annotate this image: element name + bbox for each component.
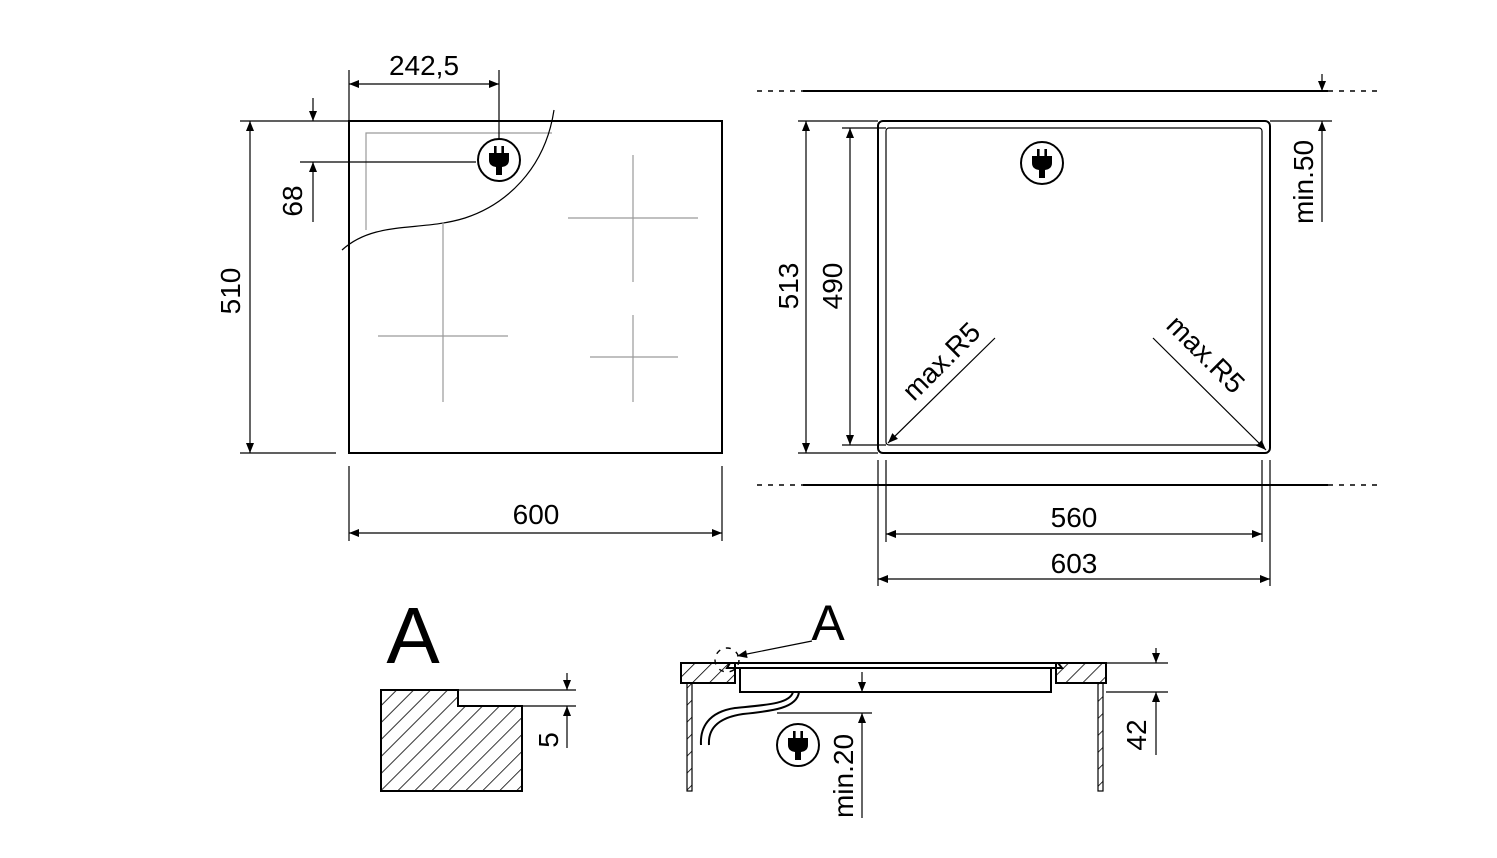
- plug-icon: [1020, 141, 1064, 185]
- dim-outer-width: 603: [1051, 548, 1098, 579]
- dim-inner-width: 560: [1051, 502, 1098, 533]
- hob-body: [739, 667, 1052, 693]
- power-cable: [699, 691, 794, 746]
- dim-thickness: 42: [1121, 719, 1152, 750]
- section-view: A min.20 42: [680, 595, 1168, 818]
- corner-radius-right: max.R5: [1161, 309, 1251, 399]
- worktop-section: [380, 689, 523, 792]
- detail-a-reference: A: [811, 595, 845, 651]
- dim-step: 5: [533, 732, 564, 748]
- cable-guide-line: [365, 132, 552, 230]
- dim-wall-clearance: min.50: [1288, 140, 1319, 224]
- hob-glass: [725, 662, 1065, 669]
- dim-depth: 510: [215, 268, 246, 315]
- cutout-inner: [885, 127, 1263, 446]
- worktop-left: [680, 662, 736, 684]
- cutout-view: min.50 513 490 max.R5 max.R5 560 603: [757, 74, 1380, 586]
- detail-a: A 5: [380, 591, 576, 792]
- cabinet-wall-left: [686, 682, 693, 792]
- dim-width: 600: [513, 499, 560, 530]
- dim-clearance: min.20: [828, 734, 859, 818]
- detail-a-title: A: [386, 591, 440, 680]
- dim-plug-offset-x: 242,5: [389, 50, 459, 81]
- top-view: 242,5 68 510 600: [215, 50, 723, 541]
- detail-a-marker: [714, 647, 740, 673]
- plug-icon: [477, 138, 521, 182]
- cabinet-wall-right: [1097, 682, 1104, 792]
- cutout-outer: [877, 120, 1271, 454]
- corner-radius-left: max.R5: [896, 316, 986, 406]
- hob-outline: [348, 120, 723, 454]
- worktop-right: [1055, 662, 1107, 684]
- dim-inner-depth: 490: [817, 263, 848, 310]
- dim-plug-offset-y: 68: [277, 185, 308, 216]
- break-curve: [341, 109, 555, 251]
- plug-icon: [776, 723, 820, 767]
- cooking-zone-marks: [378, 155, 698, 402]
- dim-outer-depth: 513: [773, 263, 804, 310]
